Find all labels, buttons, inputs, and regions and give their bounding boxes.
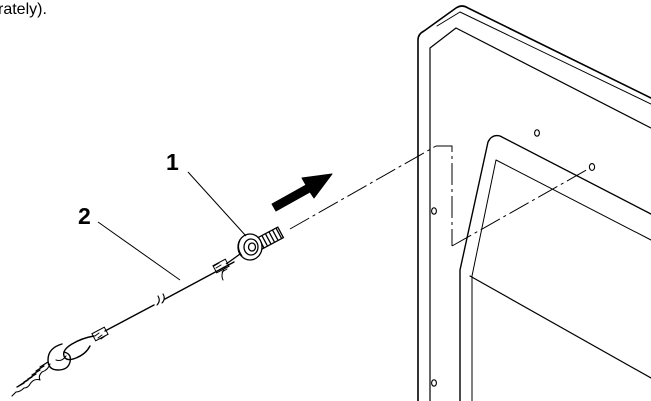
callout-leader-1 (187, 171, 247, 237)
caption-fragment: rately). (0, 1, 47, 18)
callout-label-2: 2 (78, 203, 91, 229)
callout-leaders (97, 171, 247, 281)
guide-line-to-panel (289, 145, 437, 230)
alignment-guide-lines (289, 145, 591, 247)
guide-line-to-hole (451, 167, 591, 247)
arrow-right-up-icon (271, 173, 333, 212)
crimp-sleeve-hook (91, 326, 109, 342)
tv-rear-panel (417, 5, 651, 401)
safety-cable (91, 258, 235, 342)
guide-line-vertical (436, 145, 453, 246)
wire-clamp-fitting (225, 226, 285, 265)
callout-leader-2 (97, 221, 181, 281)
screw-eye-hook-icon (11, 335, 95, 397)
callout-label-1: 1 (166, 149, 179, 175)
